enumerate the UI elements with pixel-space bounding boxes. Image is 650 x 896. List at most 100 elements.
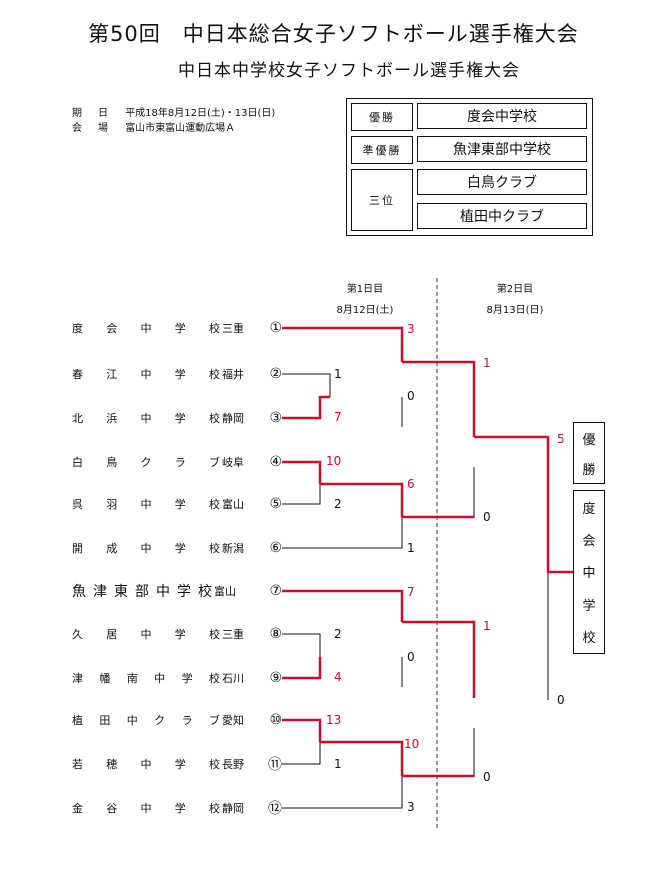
runner-value: 魚津東部中学校 xyxy=(417,136,587,162)
third-value-2: 植田中クラブ xyxy=(417,203,587,229)
team-row: 金谷中学校静岡 ⑫ xyxy=(72,798,282,818)
score-sf2-winner: 1 xyxy=(483,619,491,633)
score-r2c-loser: 0 xyxy=(407,650,415,664)
champion-label-char-1: 優 xyxy=(582,432,596,448)
team-number: ⑤ xyxy=(269,496,282,512)
team-row: 度会中学校三重 ① xyxy=(72,318,282,338)
team-name: 金谷中学校 xyxy=(72,802,220,815)
score-r2a-loser: 0 xyxy=(407,389,415,403)
team-row: 春江中学校福井 ② xyxy=(72,364,282,384)
team-name: 魚津東部中学校 xyxy=(72,584,212,600)
champion-name-char: 学 xyxy=(582,598,596,614)
win-team-4 xyxy=(282,460,322,484)
win-r1b xyxy=(320,482,404,517)
team-number: ② xyxy=(269,366,282,382)
team-name: 津幡南中学校 xyxy=(72,672,220,685)
team-prefecture: 富山 xyxy=(214,585,236,598)
line-team-2 xyxy=(282,373,331,397)
score-r1b-loser: 2 xyxy=(334,497,342,511)
team-prefecture: 石川 xyxy=(222,672,244,685)
team-name: 度会中学校 xyxy=(72,322,220,335)
team-number: ⑧ xyxy=(269,626,282,642)
champion-name-char: 中 xyxy=(582,566,596,582)
team-name: 春江中学校 xyxy=(72,368,220,381)
runner-label: 準優勝 xyxy=(351,136,413,164)
win-team-7 xyxy=(282,589,404,622)
team-number: ⑫ xyxy=(268,801,282,817)
champion-name-char: 会 xyxy=(582,534,596,550)
day2-date: 8月13日(日) xyxy=(486,305,544,316)
score-final-loser: 0 xyxy=(557,693,565,707)
team-prefecture: 静岡 xyxy=(222,802,244,815)
score-r2d-loser: 3 xyxy=(407,800,415,814)
team-number: ⑩ xyxy=(269,712,282,728)
page-subtitle: 中日本中学校女子ソフトボール選手権大会 xyxy=(178,61,520,81)
team-name: 呉羽中学校 xyxy=(72,498,220,511)
score-r1c-winner: 4 xyxy=(334,670,342,684)
team-row: 北浜中学校静岡 ③ xyxy=(72,408,282,428)
day2-heading: 第2日目 8月13日(日) xyxy=(470,280,560,316)
win-final xyxy=(474,435,573,574)
team-number: ① xyxy=(269,320,282,336)
score-sf2-loser: 0 xyxy=(483,770,491,784)
team-prefecture: 福井 xyxy=(222,368,244,381)
score-r2b-loser: 1 xyxy=(407,541,415,555)
team-name: 北浜中学校 xyxy=(72,412,220,425)
team-name: 若穂中学校 xyxy=(72,758,220,771)
line-team-5 xyxy=(282,484,321,505)
team-prefecture: 富山 xyxy=(222,498,244,511)
score-r1a-loser: 1 xyxy=(334,367,342,381)
team-row: 呉羽中学校富山 ⑤ xyxy=(72,494,282,514)
win-r1d xyxy=(320,740,404,776)
line-team-8 xyxy=(282,633,321,657)
team-number: ④ xyxy=(269,454,282,470)
team-number: ⑪ xyxy=(268,757,282,773)
date-label: 期日 xyxy=(72,108,124,119)
venue-row: 会場 富山市東富山運動広場Ａ xyxy=(72,119,235,134)
day1-date: 8月12日(土) xyxy=(336,305,394,316)
score-r1b-winner: 10 xyxy=(326,454,342,468)
win-team-9 xyxy=(282,657,322,680)
champion-label-box: 優 勝 xyxy=(573,422,605,484)
date-value: 平成18年8月12日(土)・13日(日) xyxy=(125,108,276,119)
win-team-3 xyxy=(282,395,330,420)
venue-label: 会場 xyxy=(72,123,124,134)
results-table: 優勝 度会中学校 準優勝 魚津東部中学校 三位 白鳥クラブ 植田中クラブ xyxy=(346,98,593,236)
champion-label-char-2: 勝 xyxy=(582,462,596,478)
day1-label: 第1日目 xyxy=(346,284,384,295)
page-title: 第50回 中日本総合女子ソフトボール選手権大会 xyxy=(88,22,579,46)
score-r1a-winner: 7 xyxy=(334,410,342,424)
score-r2a-winner: 3 xyxy=(407,322,415,336)
day2-label: 第2日目 xyxy=(496,284,534,295)
team-name: 植田中クラブ xyxy=(72,714,220,727)
date-row: 期日 平成18年8月12日(土)・13日(日) xyxy=(72,104,275,119)
win-r2a xyxy=(402,360,476,437)
champion-name-box: 度会中学校 xyxy=(573,490,605,654)
team-number: ③ xyxy=(269,410,282,426)
score-r2d-winner: 10 xyxy=(404,737,420,751)
score-final-winner: 5 xyxy=(557,432,565,446)
team-number: ⑦ xyxy=(269,583,282,599)
team-prefecture: 岐阜 xyxy=(222,456,244,469)
score-r1c-loser: 2 xyxy=(334,627,342,641)
score-r2c-winner: 7 xyxy=(407,585,415,599)
third-label: 三位 xyxy=(351,169,413,231)
win-team-10 xyxy=(282,718,322,742)
win-r2c xyxy=(402,620,476,698)
team-number: ⑥ xyxy=(269,540,282,556)
team-name: 開成中学校 xyxy=(72,542,220,555)
score-r1d-winner: 13 xyxy=(326,713,342,727)
line-team-12 xyxy=(282,776,403,809)
team-row: 若穂中学校長野 ⑪ xyxy=(72,754,282,774)
team-name: 白鳥クラブ xyxy=(72,456,220,469)
team-prefecture: 三重 xyxy=(222,322,244,335)
team-prefecture: 静岡 xyxy=(222,412,244,425)
venue-value: 富山市東富山運動広場Ａ xyxy=(125,123,236,134)
team-prefecture: 長野 xyxy=(222,758,244,771)
day1-heading: 第1日目 8月12日(土) xyxy=(320,280,410,316)
